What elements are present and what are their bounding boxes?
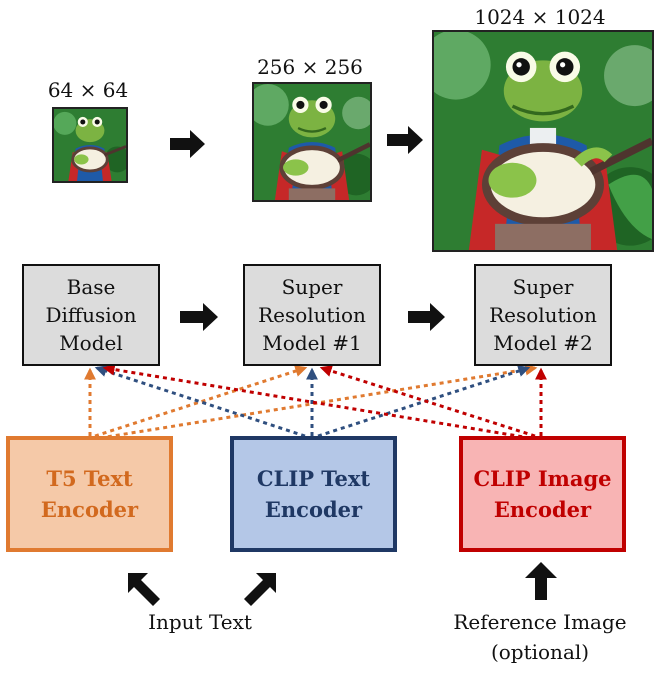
super-resolution-model-2-box: Super Resolution Model #2 [474,264,612,366]
frog-banjo-illustration-large [434,32,652,250]
super-resolution-model-1-box: Super Resolution Model #1 [243,264,381,366]
resolution-label-64: 64 × 64 [47,78,129,102]
sr2-line3: Model #2 [493,331,593,355]
arrow-sr1-to-sr2 [408,303,445,331]
resolution-label-1024: 1024 × 1024 [474,5,606,29]
t5-encoder-line1: T5 Text [46,466,133,491]
clip-text-encoder-line1: CLIP Text [256,466,371,491]
clip-image-connections [102,363,547,440]
reference-image-caption-line1: Reference Image [453,610,627,634]
reference-image-arrow-up [525,562,557,600]
reference-image-caption-line2: (optional) [490,640,590,664]
sr1-line3: Model #1 [262,331,362,355]
clip-image-encoder-box: CLIP Image Encoder [459,436,626,552]
input-text-arrow-right [244,573,276,606]
sr1-line1: Super [281,275,343,299]
arrow-256-to-1024 [387,126,423,154]
t5-encoder-line2: Encoder [40,497,139,522]
base-model-line2: Diffusion [45,303,137,327]
resolution-label-256: 256 × 256 [257,55,363,79]
clip-text-encoder-line2: Encoder [264,497,363,522]
clipimage-to-sr1-arrow [319,365,536,438]
base-diffusion-model-box: Base Diffusion Model [22,264,160,366]
sr2-line1: Super [512,275,574,299]
clip-text-connections [94,365,531,438]
sr1-line2: Resolution [258,303,366,327]
clip-image-encoder-line2: Encoder [493,497,592,522]
t5-to-sr2-arrow [99,363,538,440]
sr2-line2: Resolution [489,303,597,327]
clip-text-encoder-box: CLIP Text Encoder [230,436,397,552]
frog-image-1024 [432,30,654,252]
reference-image-caption: Reference Image (optional) [440,607,640,667]
frog-image-256 [252,82,372,202]
arrow-64-to-256 [170,130,205,158]
input-text-arrow-left [128,573,160,606]
arrow-base-to-sr1 [180,303,218,331]
t5-text-encoder-box: T5 Text Encoder [6,436,173,552]
frog-banjo-illustration-medium [254,84,370,200]
frog-banjo-illustration-small [54,109,126,181]
frog-image-64 [52,107,128,183]
clip-image-encoder-line1: CLIP Image [473,466,612,491]
input-text-caption: Input Text [148,610,252,634]
t5-connections [84,363,538,440]
base-model-line1: Base [66,275,116,299]
base-model-line3: Model [59,331,123,355]
